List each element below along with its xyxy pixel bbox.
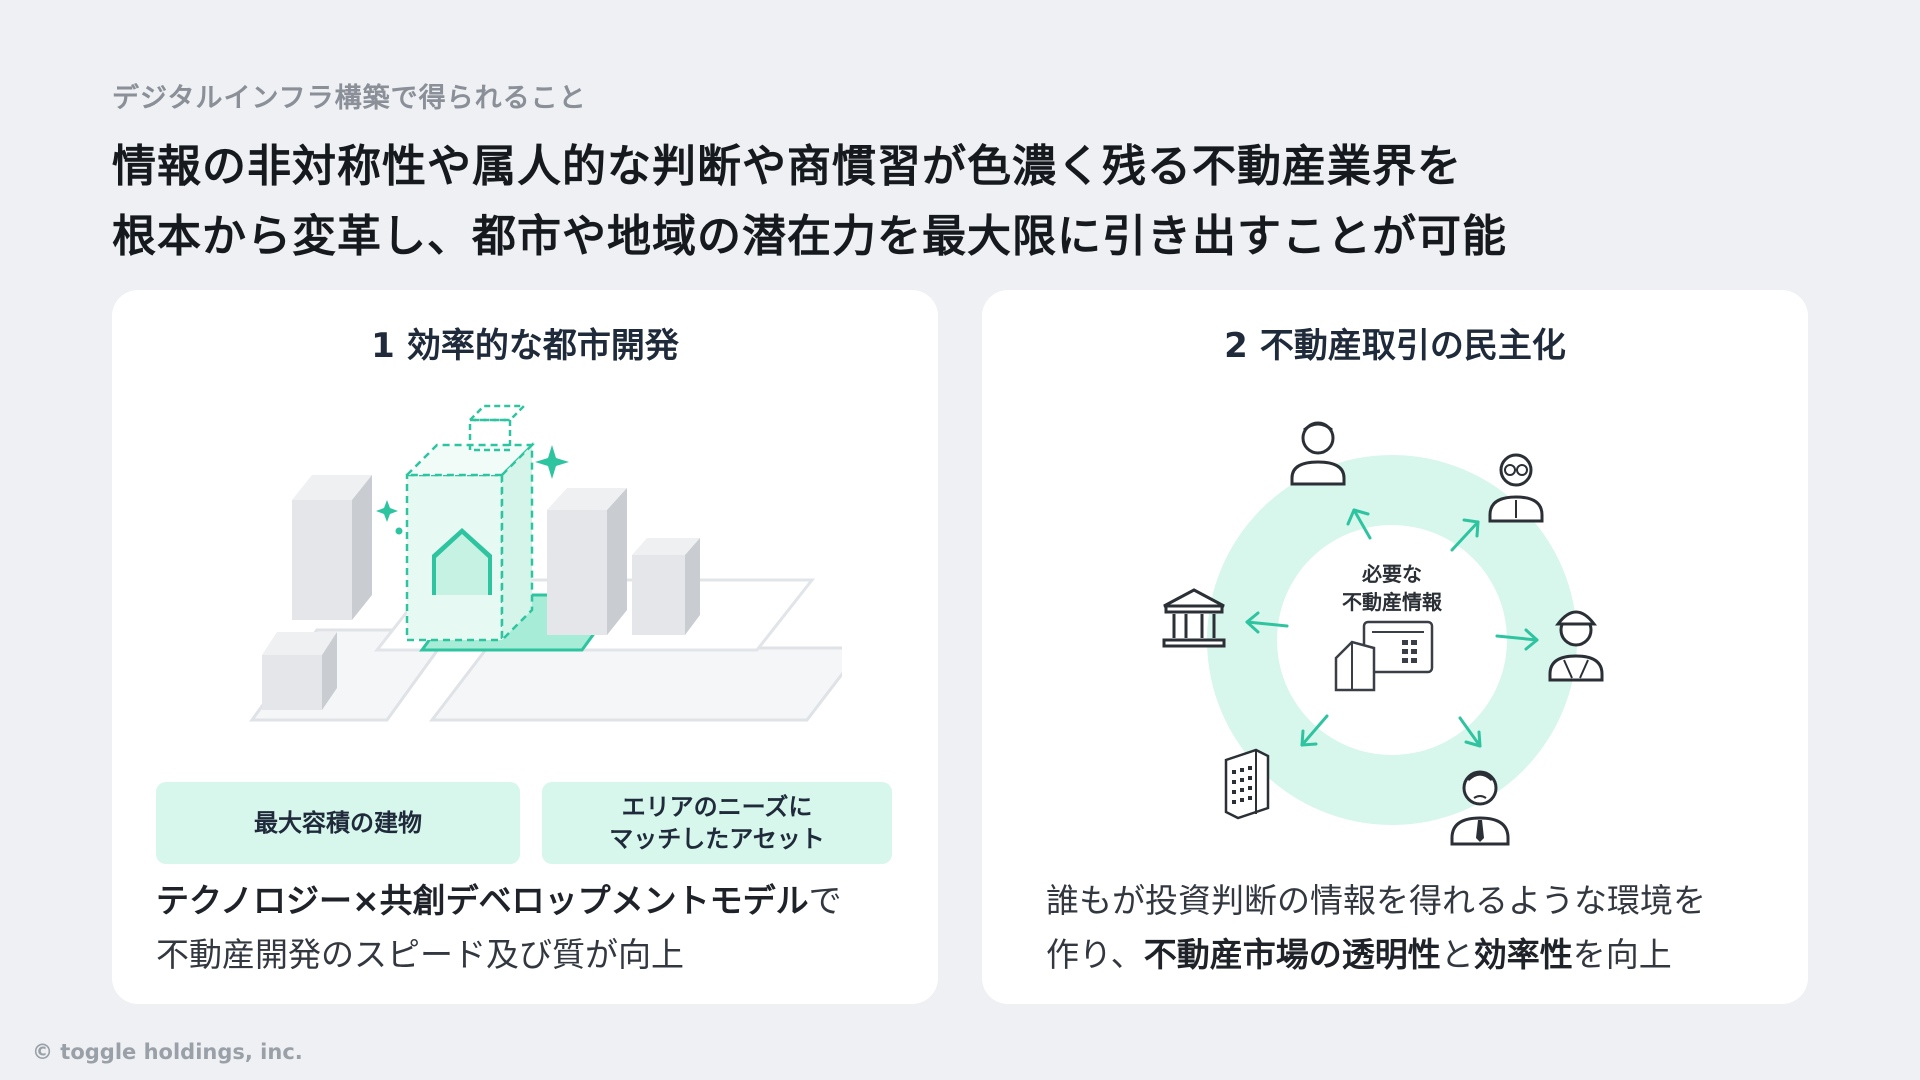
desc-text: と [1440,935,1474,974]
card-democratization: 2 不動産取引の民主化 [982,290,1808,1004]
desc-text: 誰もが投資判断の情報を得れるような環境を [1046,881,1706,920]
desc-text: 不動産開発のスピード及び質が向上 [156,935,684,974]
desc-text: を向上 [1572,935,1672,974]
copyright-footer: © toggle holdings, inc. [32,1040,303,1064]
desc-bold: 不動産市場の透明性 [1143,935,1441,974]
card-efficient-development: 1 効率的な都市開発 [112,290,938,1004]
person-icon [1290,421,1346,486]
tag-line: 最大容積の建物 [254,809,422,837]
desc-text: で [808,881,842,920]
tag-area-needs: エリアのニーズに マッチしたアセット [542,782,892,864]
information-ring-diagram [1162,421,1604,846]
card-title-text: 効率的な都市開発 [406,326,679,366]
headline-line-2: 根本から変革し、都市や地域の潜在力を最大限に引き出すことが可能 [112,211,1507,262]
desc-bold: 効率性 [1473,935,1573,974]
center-label: 必要な 不動産情報 [1322,560,1462,616]
section-eyebrow: デジタルインフラ構築で得られること [112,83,587,114]
desc-bold: テクノロジー×共創デベロップメントモデル [156,881,809,920]
city-buildings-icon [249,404,842,722]
page-headline: 情報の非対称性や属人的な判断や商慣習が色濃く残る不動産業界を 根本から変革し、都… [112,132,1507,272]
tag-line: エリアのニーズに [621,793,813,821]
tag-max-volume: 最大容積の建物 [156,782,520,864]
card-number: 2 [1224,326,1248,366]
businessman-icon [1450,770,1510,846]
center-label-line: 不動産情報 [1342,590,1442,614]
headline-line-1: 情報の非対称性や属人的な判断や商慣習が色濃く残る不動産業界を [112,141,1462,192]
office-building-icon [1224,748,1270,820]
card-description: テクノロジー×共創デベロップメントモデルで 不動産開発のスピード及び質が向上 [156,874,842,982]
tag-line: マッチしたアセット [609,825,825,853]
card-number: 1 [371,326,395,366]
desc-text: 作り、 [1046,935,1144,974]
card-title-text: 不動産取引の民主化 [1259,326,1566,366]
construction-worker-icon [1548,610,1604,682]
card-title: 2 不動産取引の民主化 [982,318,1808,367]
bank-icon [1162,588,1226,648]
card-description: 誰もが投資判断の情報を得れるような環境を 作り、不動産市場の透明性と効率性を向上 [1046,874,1706,982]
center-label-line: 必要な [1362,562,1422,586]
card-title: 1 効率的な都市開発 [112,318,938,367]
glasses-person-icon [1488,453,1544,523]
